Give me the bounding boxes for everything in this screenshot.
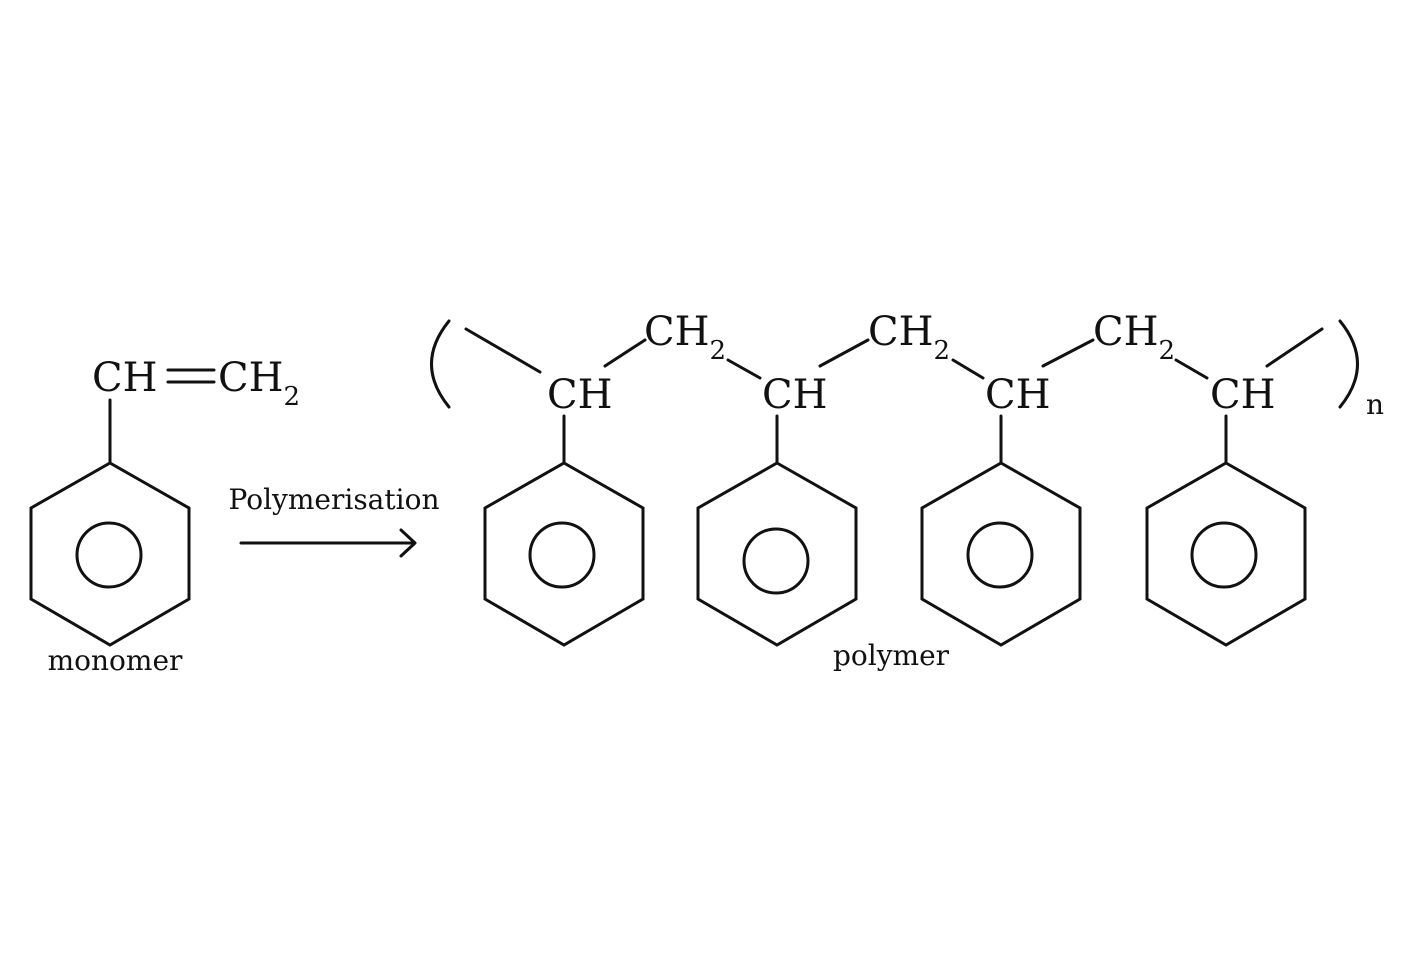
polymer-ch2-2: CH2	[868, 309, 950, 366]
chain-bond-start	[464, 327, 542, 374]
polymer-label: polymer	[833, 639, 950, 672]
polymer-ch-4: CH	[1210, 372, 1276, 418]
monomer-ch2-text: CH2	[218, 355, 300, 412]
aromatic-circle	[966, 521, 1034, 589]
polymer-benzene-ring-1	[483, 461, 645, 647]
chain-bond-2	[726, 358, 762, 380]
chain-bond-4	[951, 358, 985, 380]
monomer-aromatic-circle	[75, 521, 143, 589]
repeat-subscript-n: n	[1366, 388, 1384, 421]
polymer-benzene-ring-3	[920, 461, 1082, 647]
polymer-structure: n CH2 CH2 CH2 CH CH CH CH	[430, 309, 1384, 672]
aromatic-circle	[742, 527, 810, 595]
polymer-ch2-3: CH2	[1093, 309, 1175, 366]
polymer-ch-2: CH	[762, 372, 828, 418]
chain-bond-3	[818, 338, 870, 368]
chain-bond-1	[603, 338, 647, 368]
polymer-benzene-ring-2	[696, 461, 858, 647]
monomer-ch-text: CH	[92, 355, 158, 401]
aromatic-circle	[528, 521, 596, 589]
polymer-ch-3: CH	[985, 372, 1051, 418]
polymer-ch2-1: CH2	[644, 309, 726, 366]
chain-bond-end	[1265, 327, 1324, 368]
benzene-hexagon	[1145, 461, 1307, 647]
monomer-benzene-ring	[29, 461, 191, 647]
polymer-left-bracket	[430, 319, 451, 409]
chain-bond-5	[1041, 338, 1095, 368]
monomer-label: monomer	[48, 644, 183, 677]
reaction-arrow-group: Polymerisation	[229, 483, 440, 558]
arrow-label: Polymerisation	[229, 483, 440, 516]
polymer-right-bracket	[1338, 319, 1359, 409]
benzene-hexagon	[696, 461, 858, 647]
chain-bond-6	[1174, 358, 1209, 380]
monomer-structure: CH CH2 monomer	[29, 355, 300, 677]
reaction-arrow-head	[399, 528, 417, 558]
benzene-hexagon	[920, 461, 1082, 647]
benzene-hexagon	[483, 461, 645, 647]
polymer-ch-1: CH	[547, 372, 613, 418]
polymer-benzene-ring-4	[1145, 461, 1307, 647]
aromatic-circle	[1190, 521, 1258, 589]
